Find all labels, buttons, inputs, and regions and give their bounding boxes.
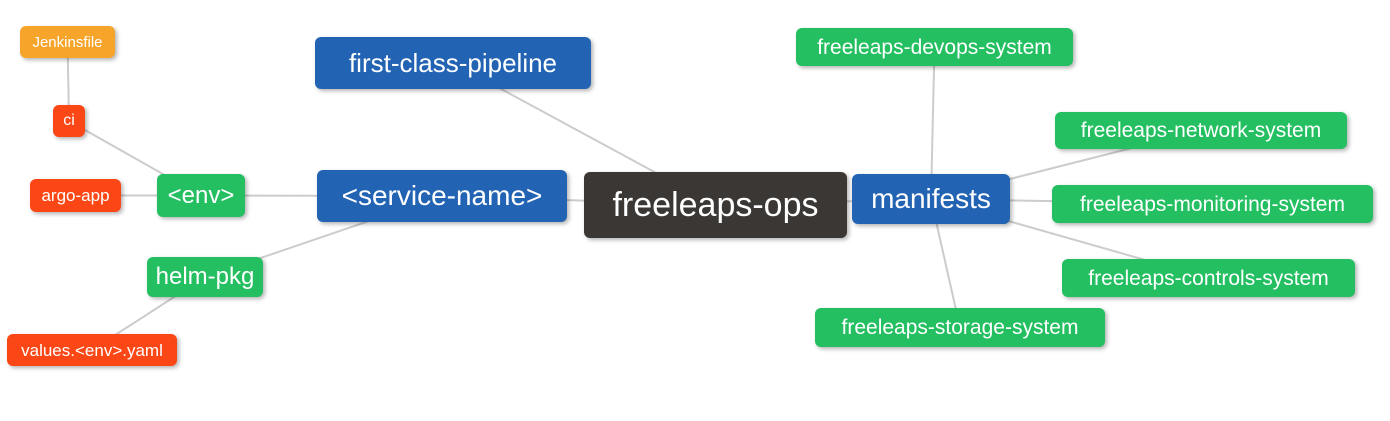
mindmap-node-freeleaps-devops-system[interactable]: freeleaps-devops-system (796, 28, 1073, 66)
mindmap-node-manifests[interactable]: manifests (852, 174, 1010, 224)
mindmap-node-argo-app[interactable]: argo-app (30, 179, 121, 212)
mindmap-node-service-name[interactable]: <service-name> (317, 170, 567, 222)
mindmap-node-jenkinsfile[interactable]: Jenkinsfile (20, 26, 115, 58)
mindmap-node-freeleaps-storage-system[interactable]: freeleaps-storage-system (815, 308, 1105, 347)
edge-manifests-freeleaps-devops-system (930, 46, 936, 200)
mindmap-node-helm-pkg[interactable]: helm-pkg (147, 257, 263, 297)
mindmap-node-ci[interactable]: ci (53, 105, 85, 137)
mindmap-node-env[interactable]: <env> (157, 174, 245, 217)
mindmap-node-values-env-yaml[interactable]: values.<env>.yaml (7, 334, 177, 366)
mindmap-node-freeleaps-network-system[interactable]: freeleaps-network-system (1055, 112, 1347, 149)
mindmap-node-freeleaps-ops[interactable]: freeleaps-ops (584, 172, 847, 238)
mindmap-node-freeleaps-monitoring-system[interactable]: freeleaps-monitoring-system (1052, 185, 1373, 223)
mindmap-node-first-class-pipeline[interactable]: first-class-pipeline (315, 37, 591, 89)
mindmap-node-freeleaps-controls-system[interactable]: freeleaps-controls-system (1062, 259, 1355, 297)
